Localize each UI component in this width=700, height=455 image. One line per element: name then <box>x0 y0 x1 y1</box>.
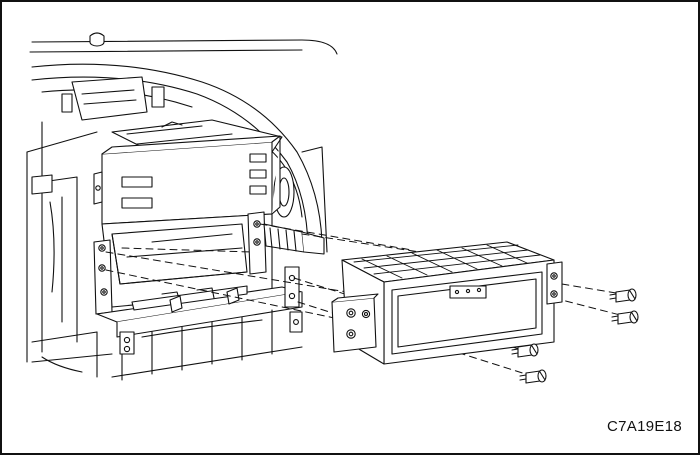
upper-mounting-bracket <box>93 135 281 225</box>
lower-console-frame <box>31 266 303 381</box>
screw-upper-right <box>609 288 637 303</box>
figure-code: C7A19E18 <box>607 418 682 435</box>
control-unit <box>331 241 563 365</box>
screw-upper-left <box>511 343 539 358</box>
screw-lower-right <box>611 310 639 325</box>
radio-cavity <box>93 211 325 315</box>
screw-lower-left <box>519 369 547 384</box>
